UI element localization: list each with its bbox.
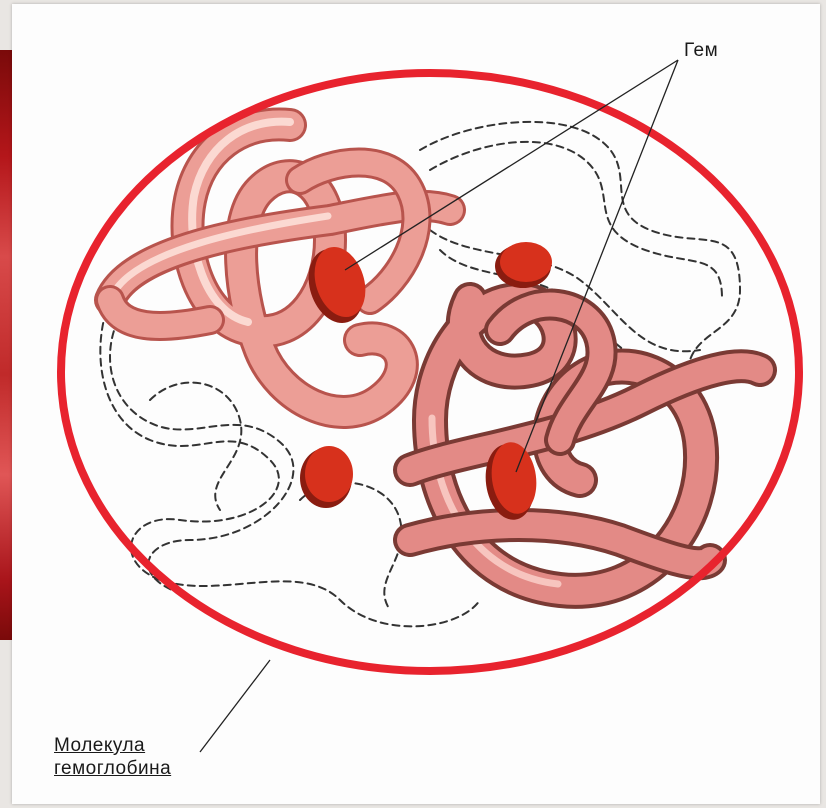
heme-disc-top-right xyxy=(495,242,552,288)
dashed-chain-left-a xyxy=(150,383,241,510)
molecule-label: Молекула гемоглобина xyxy=(54,734,171,780)
chain-lower-right xyxy=(410,300,760,591)
heme-disc-left xyxy=(300,446,353,508)
heme-label: Гем xyxy=(684,40,718,62)
molecule-leader-line xyxy=(200,660,270,752)
molecule-label-line2: гемоглобина xyxy=(54,757,171,780)
molecule-label-line1: Молекула xyxy=(54,734,171,757)
dashed-chain-top-b xyxy=(430,142,722,298)
